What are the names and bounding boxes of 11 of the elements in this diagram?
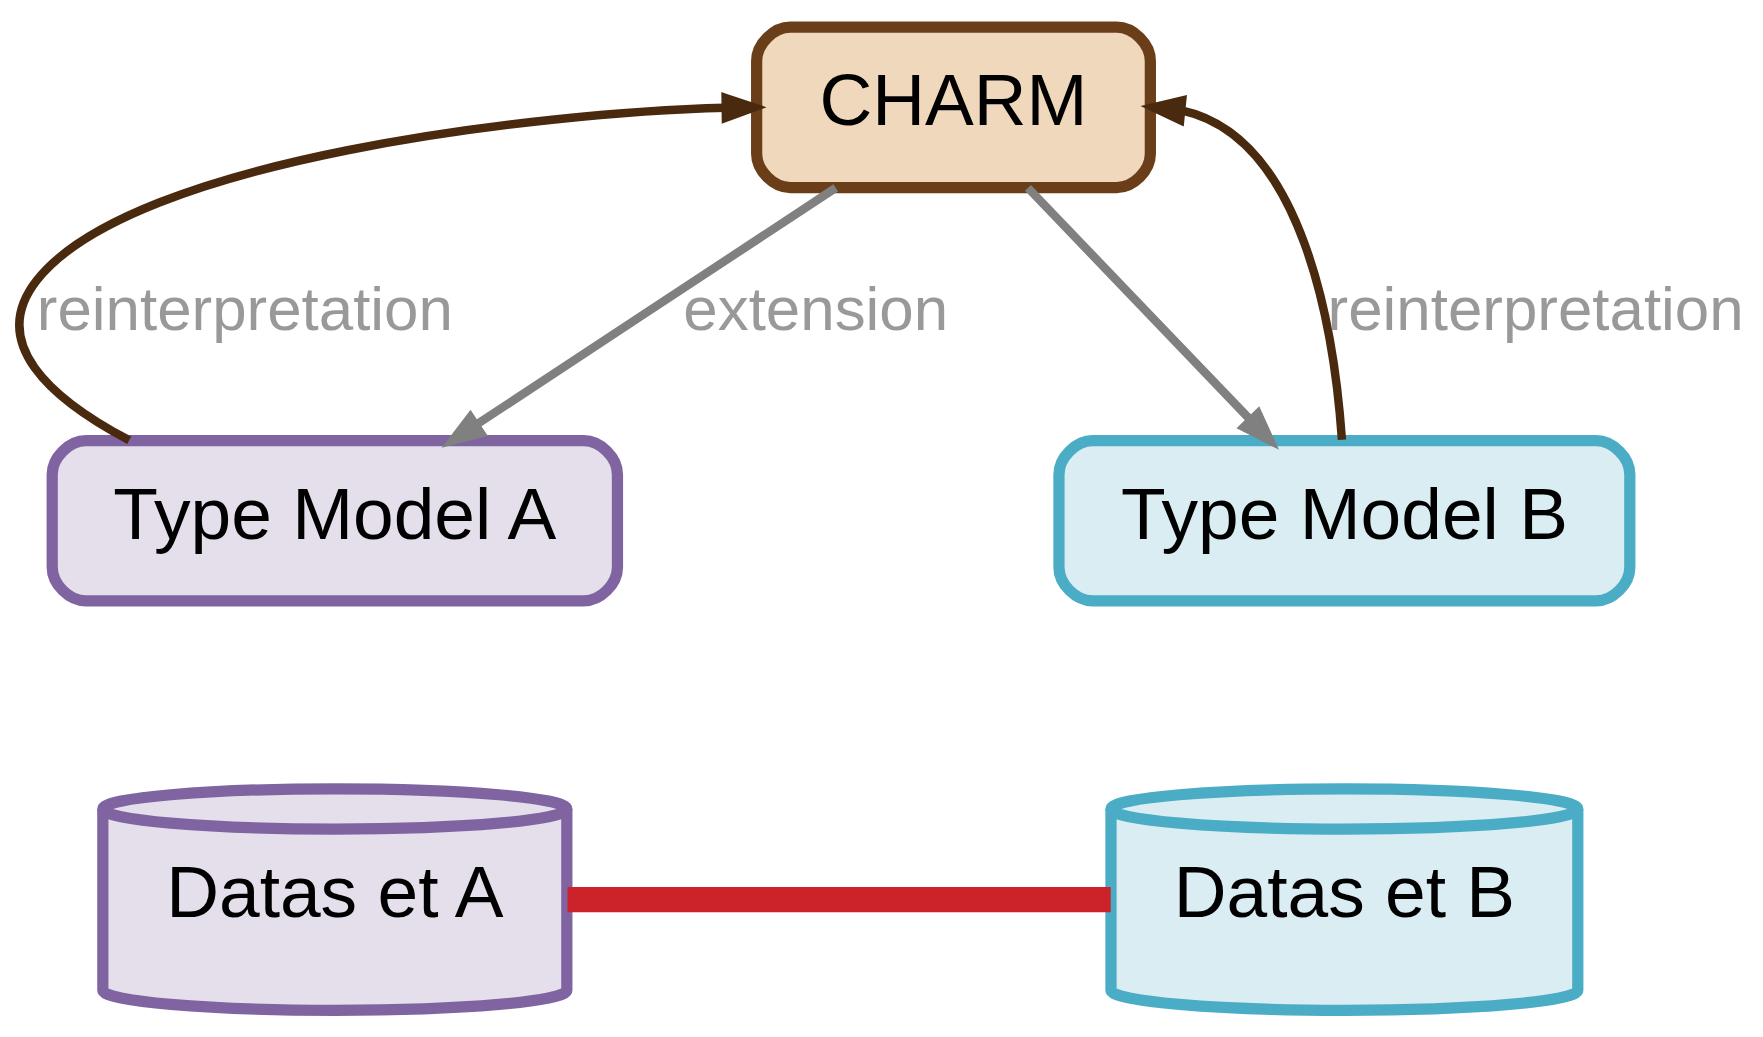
edge-label: reinterpretation: [1327, 273, 1744, 343]
connector: [567, 886, 1111, 913]
arrow: [1024, 184, 1280, 450]
arrow: [441, 184, 839, 448]
arrow: [15, 92, 767, 445]
edge-label: reinterpretation: [36, 273, 453, 343]
node-box: Type Model A: [46, 435, 624, 607]
edge-label: extension: [683, 273, 949, 343]
node-box: CHARM: [751, 21, 1156, 194]
arrow: [1140, 95, 1347, 441]
node-box: Type Model B: [1053, 435, 1636, 607]
